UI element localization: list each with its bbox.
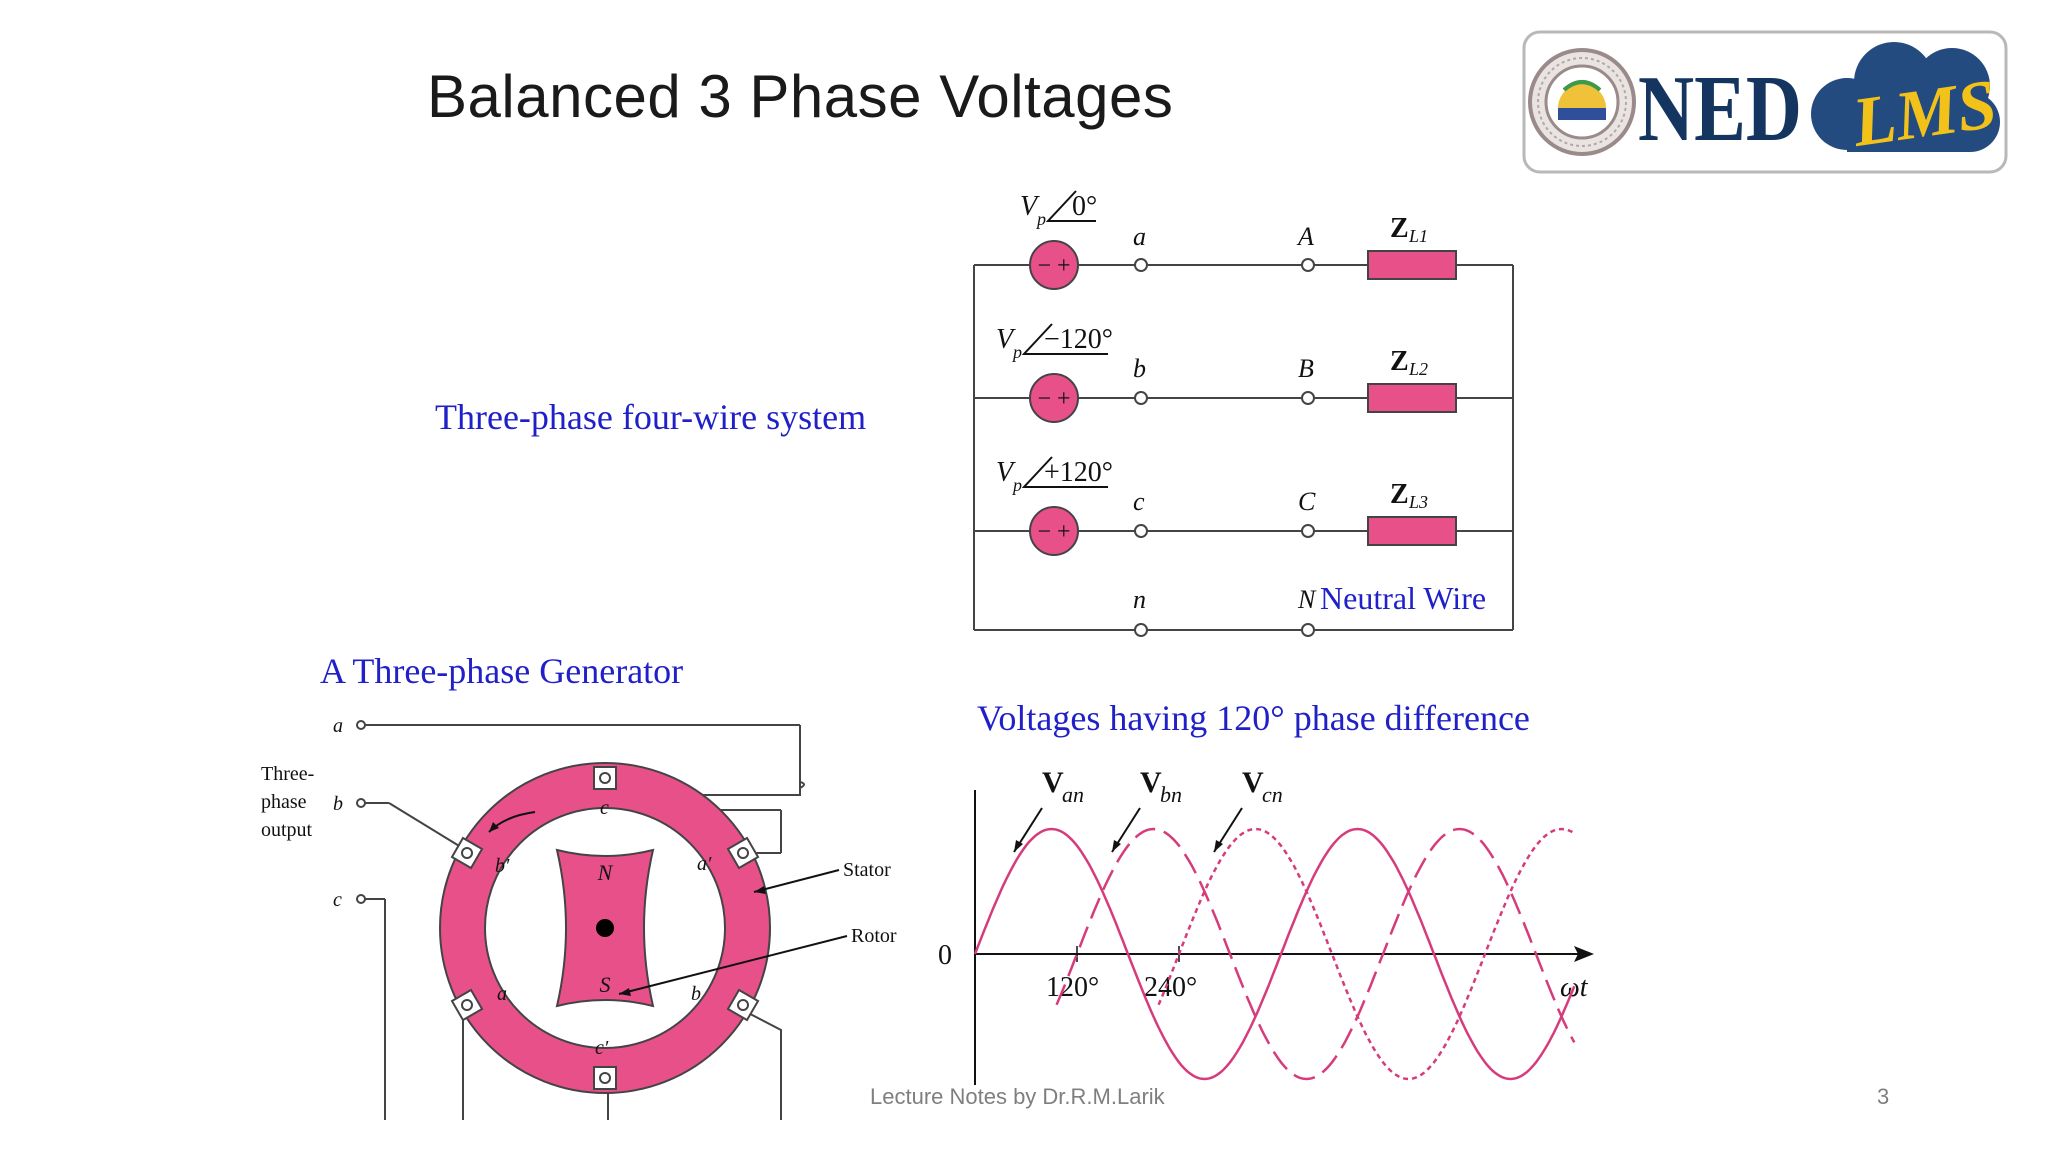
impedance-zl1 (1367, 250, 1457, 280)
stator-label: Stator (843, 859, 891, 881)
node-label-c: c (1133, 487, 1145, 516)
node-B (1301, 391, 1315, 405)
rotor-shaft-icon (596, 919, 614, 937)
angle-symbol-c (1021, 456, 1108, 488)
vbn-label-sub: bn (1160, 782, 1182, 807)
rotor-pole-n: N (597, 860, 614, 885)
node-label-C: C (1298, 487, 1316, 516)
waveform-label: Voltages having 120° phase difference (977, 698, 1530, 738)
source-v-a: V (1020, 191, 1040, 222)
node-N (1301, 623, 1315, 637)
impedance-z-3: Z (1390, 479, 1409, 510)
node-label-b: b (1133, 354, 1146, 383)
coil-a-prime (726, 836, 760, 870)
source-sign-a: − + (1037, 253, 1070, 279)
source-v-c: V (996, 457, 1016, 488)
source-sign-c: − + (1037, 519, 1070, 545)
impedance-zl2 (1367, 383, 1457, 413)
output-label-line-2: phase (261, 791, 307, 813)
node-n (1134, 623, 1148, 637)
output-label-line-3: output (261, 819, 313, 841)
page-number: 3 (1877, 1084, 1890, 1109)
coil-label-a-prime: a′ (697, 853, 712, 875)
coil-label-a: a (497, 983, 507, 1005)
footer-text: Lecture Notes by Dr.R.M.Larik (870, 1084, 1165, 1109)
neutral-branch: n N Neutral Wire (1133, 580, 1486, 637)
node-label-N: N (1297, 585, 1317, 614)
source-sub-b: p (1011, 342, 1022, 362)
four-wire-circuit-diagram: − + V p 0° a A Z L1 − + V p −120° b B (973, 190, 1514, 637)
output-terminal-c: c (333, 889, 342, 911)
impedance-zl3 (1367, 516, 1457, 546)
phase-b-branch: − + V p −120° b B Z L2 (996, 323, 1457, 423)
van-label-v: V (1042, 766, 1064, 799)
coil-label-b: b (691, 983, 701, 1005)
node-C (1301, 524, 1315, 538)
node-A (1301, 258, 1315, 272)
coil-b (726, 988, 760, 1022)
phase-voltage-waveforms: 0 120° 240° ωt V an V bn V cn (938, 766, 1594, 1085)
node-label-A: A (1296, 222, 1314, 251)
rotor-label: Rotor (851, 925, 897, 947)
van-curve (973, 827, 1576, 1081)
node-c (1134, 524, 1148, 538)
tick-120: 120° (1046, 972, 1099, 1003)
source-angle-a: 0° (1072, 191, 1097, 222)
output-label-line-1: Three- (261, 763, 314, 785)
vcn-label-v: V (1242, 766, 1264, 799)
three-phase-generator-diagram: N S c b′ a′ a b c′ a b c Three- phase (261, 715, 897, 1120)
vcn-label-sub: cn (1262, 782, 1283, 807)
impedance-z-2: Z (1390, 346, 1409, 377)
coil-c-prime (593, 1066, 617, 1090)
logo-ned-text: NED (1638, 57, 1802, 161)
coil-label-c: c (600, 797, 609, 819)
four-wire-system-label: Three-phase four-wire system (435, 397, 867, 437)
voltage-source-c (1029, 506, 1079, 556)
output-terminal-b: b (333, 793, 343, 815)
source-angle-b: −120° (1044, 324, 1113, 355)
coil-label-b-prime: b′ (495, 855, 510, 877)
source-angle-c: +120° (1044, 457, 1113, 488)
generator-label: A Three-phase Generator (320, 651, 684, 691)
source-v-b: V (996, 324, 1016, 355)
source-sub-c: p (1011, 475, 1022, 495)
vbn-label-v: V (1140, 766, 1162, 799)
coil-b-prime (450, 836, 484, 870)
ned-lms-logo: NED LMS (1522, 30, 2008, 174)
university-seal-icon (1528, 48, 1636, 156)
phase-c-branch: − + V p +120° c C Z L3 (996, 456, 1457, 556)
cloud-icon (1811, 42, 2000, 152)
voltage-source-a (1029, 240, 1079, 290)
angle-symbol-a (1045, 190, 1096, 222)
origin-label: 0 (938, 940, 952, 971)
node-label-a: a (1133, 222, 1146, 251)
slide-title: Balanced 3 Phase Voltages (427, 63, 1174, 130)
phase-a-branch: − + V p 0° a A Z L1 (1020, 190, 1457, 290)
node-label-B: B (1298, 354, 1314, 383)
van-label-sub: an (1062, 782, 1084, 807)
impedance-sub-1: L1 (1408, 226, 1428, 246)
neutral-wire-label: Neutral Wire (1320, 580, 1486, 616)
vcn-curve (1157, 827, 1575, 1081)
impedance-z-1: Z (1390, 213, 1409, 244)
node-a (1134, 258, 1148, 272)
output-terminal-a: a (333, 715, 343, 737)
impedance-sub-2: L2 (1408, 359, 1428, 379)
vbn-curve (1055, 827, 1576, 1081)
axis-arrowhead-icon (1574, 946, 1594, 962)
source-sign-b: − + (1037, 386, 1070, 412)
coil-label-c-prime: c′ (595, 1037, 609, 1059)
angle-symbol-b (1021, 323, 1108, 355)
rotor-pole-s: S (600, 972, 611, 997)
coil-a (450, 988, 484, 1022)
source-sub-a: p (1035, 209, 1046, 229)
node-b (1134, 391, 1148, 405)
impedance-sub-3: L3 (1408, 492, 1428, 512)
coil-c (593, 766, 617, 790)
voltage-source-b (1029, 373, 1079, 423)
node-label-n: n (1133, 585, 1146, 614)
